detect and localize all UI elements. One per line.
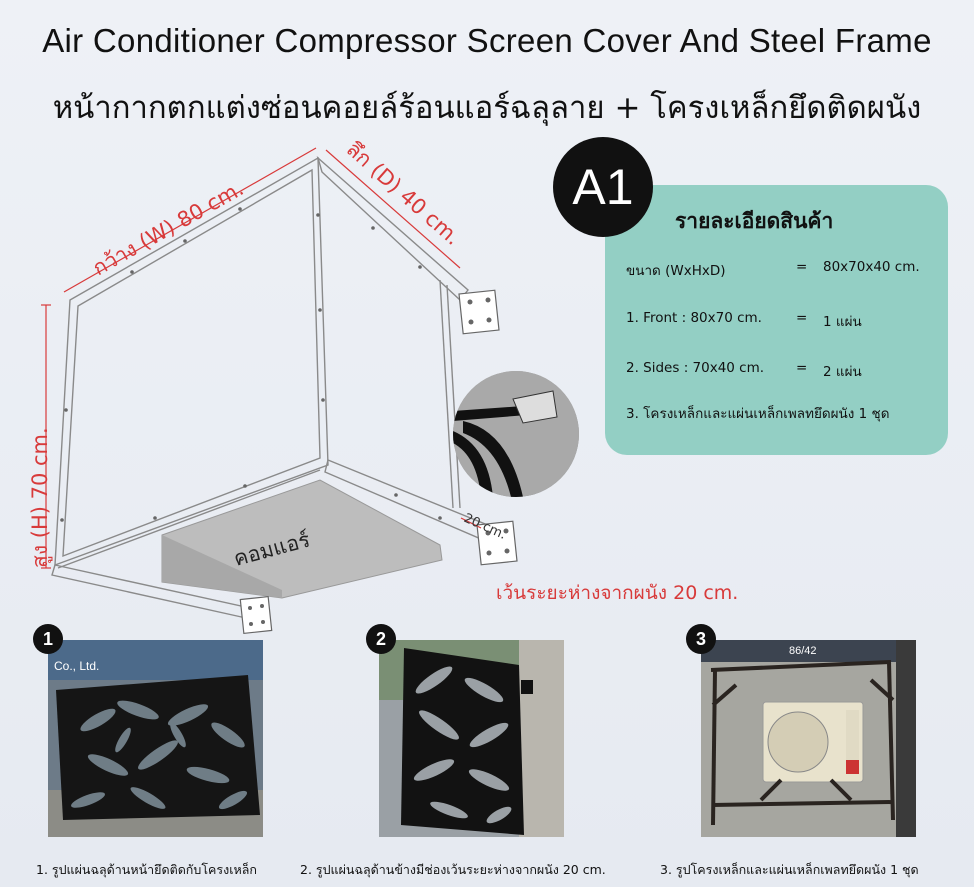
leaf-cutouts bbox=[70, 700, 248, 810]
spec-value: 80x70x40 cm. bbox=[823, 259, 920, 275]
spec-label: 2. Sides : 70x40 cm. bbox=[626, 360, 765, 376]
dimension-lines bbox=[41, 147, 482, 569]
spec-equals: = bbox=[796, 310, 808, 326]
spec-equals: = bbox=[796, 360, 808, 376]
photo-front-panel-drawing: Co., Ltd. bbox=[48, 640, 263, 837]
spec-label: 1. Front : 80x70 cm. bbox=[626, 310, 762, 326]
photo-steel-frame-drawing: 86/42 bbox=[701, 640, 916, 837]
spec-value: 1 แผ่น bbox=[823, 314, 862, 330]
caption-photo-1: 1. รูปแผ่นฉลุด้านหน้ายึดติดกับโครงเหล็ก bbox=[36, 862, 257, 877]
spec-row-front: 1. Front : 80x70 cm. = 1 แผ่น bbox=[626, 310, 862, 330]
compressor-box bbox=[161, 479, 443, 599]
spec-label: 3. โครงเหล็กและแผ่นเหล็กเพลทยึดผนัง 1 ชุ… bbox=[626, 406, 890, 422]
photo-number-1: 1 bbox=[33, 624, 63, 654]
steel-frame bbox=[51, 155, 501, 619]
wall-gap-note: เว้นระยะห่างจากผนัง 20 cm. bbox=[496, 582, 739, 604]
frame-bolts bbox=[60, 207, 510, 626]
model-badge: A1 bbox=[553, 137, 653, 237]
leaf-cutouts bbox=[413, 666, 512, 824]
spec-row-size: ขนาด (WxHxD) = 80x70x40 cm. bbox=[626, 259, 920, 281]
photo-sign-text: 86/42 bbox=[789, 645, 817, 657]
height-dimension-label: สูง (H) 70 cm. bbox=[28, 427, 53, 568]
caption-photo-2: 2. รูปแผ่นฉลุด้านข้างมีช่องเว้นระยะห่างจ… bbox=[300, 862, 606, 877]
title-english: Air Conditioner Compressor Screen Cover … bbox=[42, 22, 932, 59]
photo-number-3: 3 bbox=[686, 624, 716, 654]
bracket-detail-drawing bbox=[453, 371, 579, 497]
spec-row-frame: 3. โครงเหล็กและแผ่นเหล็กเพลทยึดผนัง 1 ชุ… bbox=[626, 402, 889, 424]
spec-row-sides: 2. Sides : 70x40 cm. = 2 แผ่น bbox=[626, 360, 862, 380]
bracket-detail-photo bbox=[453, 371, 579, 497]
spec-equals: = bbox=[796, 259, 808, 275]
photo-number-2: 2 bbox=[366, 624, 396, 654]
spec-label: ขนาด (WxHxD) bbox=[626, 263, 726, 279]
steel-frame-bars bbox=[710, 660, 895, 826]
spec-title: รายละเอียดสินค้า bbox=[675, 209, 834, 233]
spec-value: 2 แผ่น bbox=[823, 364, 862, 380]
title-thai: หน้ากากตกแต่งซ่อนคอยล์ร้อนแอร์ฉลุลาย + โ… bbox=[52, 90, 922, 126]
photo-front-panel: Co., Ltd. bbox=[48, 640, 263, 837]
spec-panel: รายละเอียดสินค้า ขนาด (WxHxD) = 80x70x40… bbox=[605, 185, 948, 455]
photo-side-panel bbox=[379, 640, 564, 837]
photo-sign-text: Co., Ltd. bbox=[54, 659, 99, 673]
caption-photo-3: 3. รูปโครงเหล็กและแผ่นเหล็กเพลทยึดผนัง 1… bbox=[660, 862, 919, 877]
photo-side-panel-drawing bbox=[379, 640, 564, 837]
width-dimension-label: กว้าง (W) 80 cm. bbox=[89, 176, 248, 280]
photo-steel-frame: 86/42 bbox=[701, 640, 916, 837]
